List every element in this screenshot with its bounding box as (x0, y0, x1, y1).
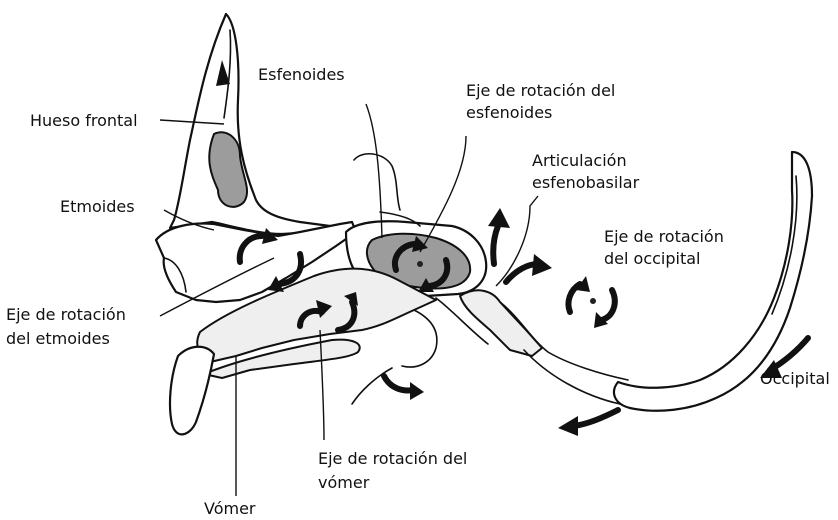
label-articulacion-1: Articulación (532, 151, 627, 170)
label-eje-etmoides-1: Eje de rotación (6, 305, 126, 324)
frontal-bone (170, 14, 330, 234)
label-occipital: Occipital (760, 369, 830, 388)
label-vomer: Vómer (204, 499, 256, 518)
label-esfenoides: Esfenoides (258, 65, 345, 84)
label-eje-esfenoides-2: esfenoides (466, 103, 552, 122)
occipital-rotation-arrows (568, 276, 614, 328)
label-hueso-frontal: Hueso frontal (30, 111, 138, 130)
label-eje-etmoides-2: del etmoides (6, 329, 110, 348)
label-articulacion-2: esfenobasilar (532, 173, 640, 192)
label-eje-occipital-2: del occipital (604, 249, 700, 268)
label-etmoides: Etmoides (60, 197, 135, 216)
label-eje-vomer-2: vómer (318, 473, 370, 492)
label-eje-vomer-1: Eje de rotación del (318, 449, 467, 468)
label-eje-occipital-1: Eje de rotación (604, 227, 724, 246)
label-eje-esfenoides-1: Eje de rotación del (466, 81, 615, 100)
